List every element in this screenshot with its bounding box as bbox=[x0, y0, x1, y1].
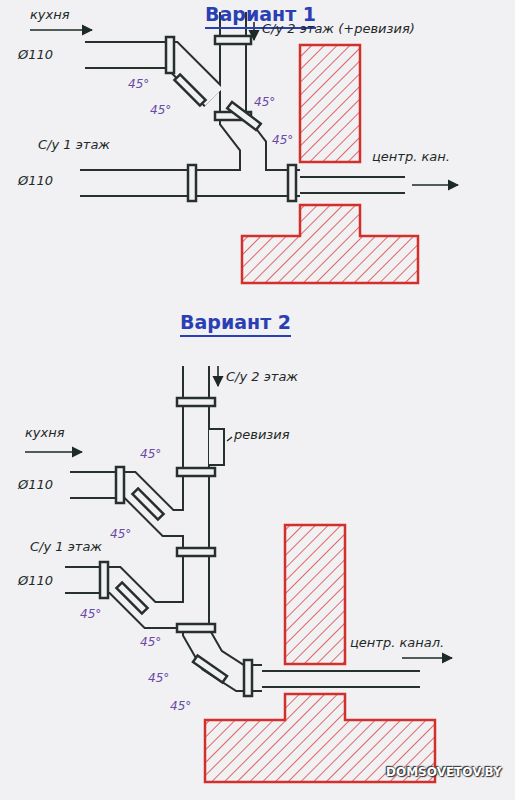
pipes-variant-1 bbox=[30, 12, 458, 201]
angle-label: 45° bbox=[110, 528, 131, 542]
angle-label: 45° bbox=[272, 134, 293, 148]
angle-label: 45° bbox=[140, 636, 161, 650]
angle-label: 45° bbox=[170, 700, 191, 714]
pipe-note: кухня bbox=[30, 8, 70, 23]
pipes-variant-2 bbox=[25, 366, 452, 696]
angle-label: 45° bbox=[254, 96, 275, 110]
angle-label: 45° bbox=[148, 672, 169, 686]
pipe-note: Ø110 bbox=[18, 174, 53, 189]
wall bbox=[300, 45, 360, 162]
angle-label: 45° bbox=[150, 104, 171, 118]
pipe-note: Ø110 bbox=[18, 478, 53, 493]
pipe-note: С/у 2 этаж (+ревизия) bbox=[262, 22, 415, 37]
pipe-note: С/у 1 этаж bbox=[30, 540, 102, 555]
angle-label: 45° bbox=[140, 448, 161, 462]
pipe-note: Ø110 bbox=[18, 574, 53, 589]
variant-heading: Вариант 2 bbox=[180, 312, 291, 337]
pipe-note: С/у 1 этаж bbox=[38, 138, 110, 153]
pipe-note: кухня bbox=[25, 426, 65, 441]
foundation bbox=[242, 205, 418, 283]
angle-label: 45° bbox=[128, 78, 149, 92]
watermark: DOMSOVETOV.BY bbox=[386, 766, 502, 780]
wall bbox=[285, 525, 345, 664]
pipe-note: Ø110 bbox=[18, 48, 53, 63]
pipe-note: С/у 2 этаж bbox=[226, 370, 298, 385]
pipe-note: центр. канал. bbox=[350, 636, 444, 651]
angle-label: 45° bbox=[80, 608, 101, 622]
pipe-note: ревизия bbox=[234, 428, 290, 443]
pipe-note: центр. кан. bbox=[372, 150, 450, 165]
